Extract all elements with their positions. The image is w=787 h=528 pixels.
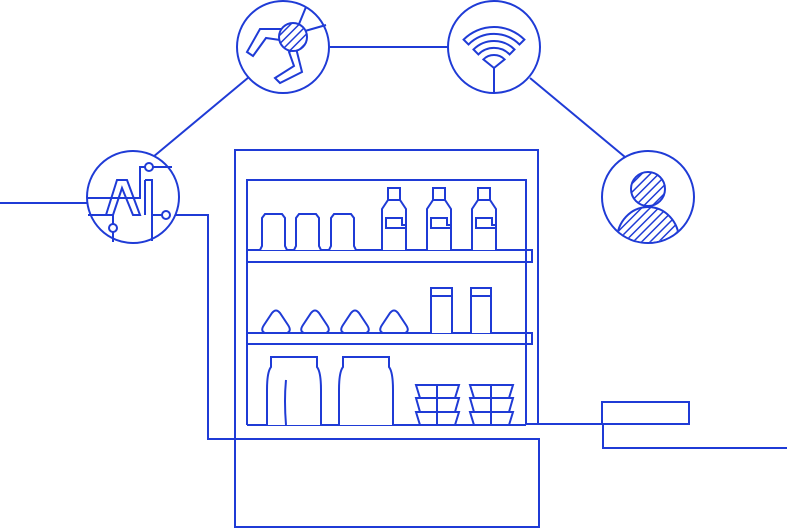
bottle-items bbox=[381, 187, 497, 250]
carton-items bbox=[430, 287, 492, 333]
snack-bag-items bbox=[266, 356, 394, 426]
jar-items bbox=[259, 213, 357, 251]
shelf-3 bbox=[247, 356, 526, 426]
wifi-node bbox=[447, 0, 541, 94]
shelf-1 bbox=[247, 187, 533, 263]
vending-cabinet bbox=[234, 149, 690, 528]
ai-chip-icon bbox=[88, 162, 172, 242]
onigiri-items bbox=[261, 309, 409, 334]
cabinet-outer-frame bbox=[234, 149, 539, 527]
ai-node bbox=[86, 150, 180, 244]
wifi-icon bbox=[462, 26, 526, 93]
connector-right-output bbox=[602, 424, 787, 449]
robot-gripper-node bbox=[236, 0, 330, 94]
payment-slot bbox=[601, 401, 690, 425]
connector-ai-gripper bbox=[152, 76, 250, 158]
shelf-2 bbox=[247, 287, 533, 345]
connector-ai-cabinet bbox=[170, 214, 235, 440]
cabinet-inner-frame bbox=[246, 179, 527, 425]
connector-wifi-customer bbox=[529, 77, 626, 158]
robot-gripper-icon bbox=[245, 6, 327, 85]
bowl-stack-items bbox=[414, 384, 515, 426]
cabinet-base bbox=[234, 438, 540, 528]
customer-node bbox=[601, 150, 695, 244]
